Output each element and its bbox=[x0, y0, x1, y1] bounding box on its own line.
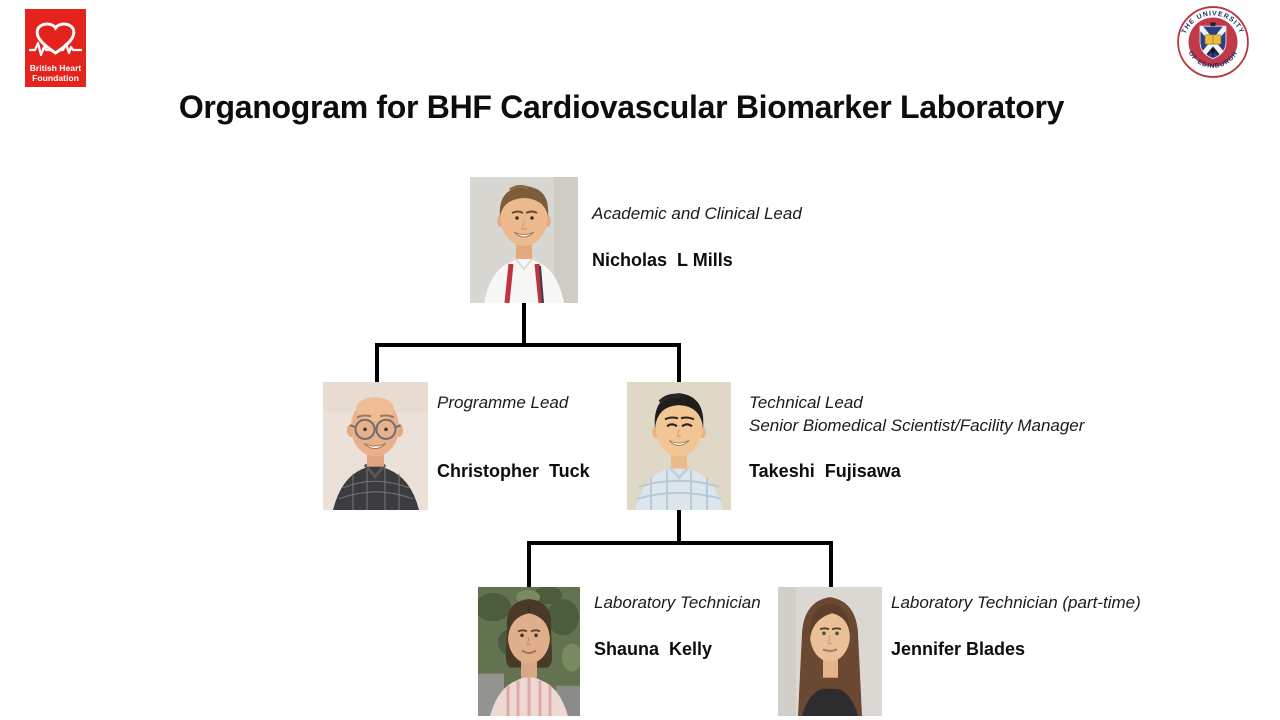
bhf-heart-ecg-icon: British Heart Foundation bbox=[25, 9, 86, 87]
connector-line bbox=[527, 545, 531, 587]
connector-line bbox=[677, 510, 681, 543]
person-name: Jennifer Blades bbox=[891, 639, 1026, 659]
connector-line bbox=[527, 541, 833, 545]
bhf-logo-text-line1: British Heart bbox=[30, 63, 82, 73]
university-of-edinburgh-crest: THE UNIVERSITY OF EDINBURGH bbox=[1177, 6, 1249, 78]
person-role: Laboratory Technician bbox=[594, 593, 761, 612]
bhf-logo-text-line2: Foundation bbox=[32, 73, 79, 83]
edinburgh-crest-icon: THE UNIVERSITY OF EDINBURGH bbox=[1177, 6, 1249, 78]
photo-jennifer-blades bbox=[778, 587, 882, 716]
photo-shauna-kelly bbox=[478, 587, 580, 716]
connector-line bbox=[522, 303, 526, 345]
person-name: Christopher Tuck bbox=[437, 461, 590, 481]
person-name: Takeshi Fujisawa bbox=[749, 461, 901, 481]
connector-line bbox=[829, 545, 833, 587]
photo-nicholas-l-mills bbox=[470, 177, 578, 303]
person-role: Programme Lead bbox=[437, 393, 569, 412]
photo-takeshi-fujisawa bbox=[627, 382, 731, 510]
connector-line bbox=[677, 347, 681, 382]
person-name: Nicholas L Mills bbox=[592, 250, 733, 270]
photo-christopher-tuck bbox=[323, 382, 428, 510]
slide-title: Organogram for BHF Cardiovascular Biomar… bbox=[178, 89, 1065, 125]
person-role: Technical Lead bbox=[749, 393, 863, 412]
person-role: Senior Biomedical Scientist/Facility Man… bbox=[749, 416, 1085, 435]
person-name: Shauna Kelly bbox=[594, 639, 713, 659]
connector-line bbox=[375, 347, 379, 382]
connector-line bbox=[375, 343, 681, 347]
person-role: Academic and Clinical Lead bbox=[592, 204, 802, 223]
bhf-logo: British Heart Foundation bbox=[25, 9, 86, 87]
person-role: Laboratory Technician (part-time) bbox=[891, 593, 1141, 612]
